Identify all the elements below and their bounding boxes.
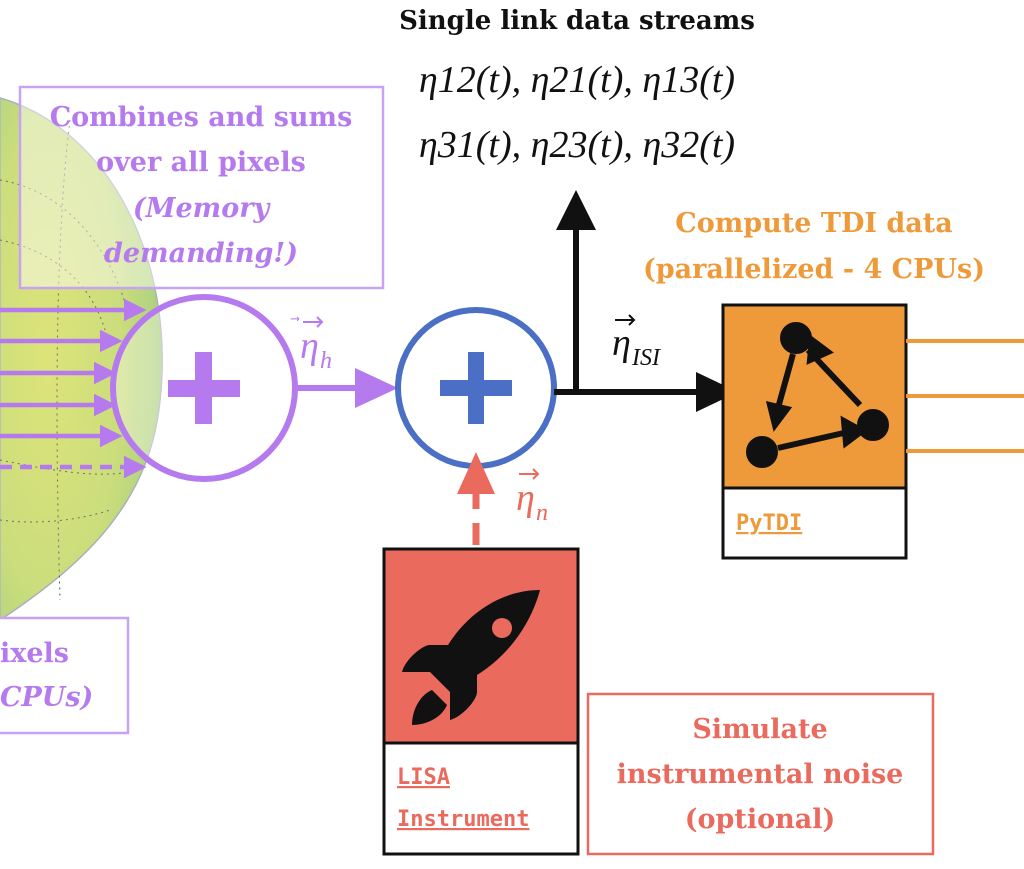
noise-line-2: instrumental noise bbox=[617, 759, 904, 790]
pixels-box: ixels CPUs) bbox=[0, 616, 130, 735]
pixels-line-2: CPUs) bbox=[0, 682, 93, 713]
svg-text:ISI: ISI bbox=[631, 345, 661, 371]
eta-n-label: η n bbox=[516, 468, 548, 526]
tdi-title-line-1: Compute TDI data bbox=[675, 208, 953, 239]
pytdi-card: PyTDI bbox=[721, 303, 908, 560]
svg-text:h: h bbox=[320, 348, 332, 374]
combine-box: Combines and sums over all pixels (Memor… bbox=[18, 85, 385, 290]
combine-line-2: over all pixels bbox=[96, 147, 306, 178]
lisa-instrument-link-line-2[interactable]: Instrument bbox=[397, 807, 529, 832]
sky-map-sphere bbox=[0, 97, 163, 621]
sum-noise-node bbox=[395, 307, 557, 469]
lisa-instrument-card: LISA Instrument bbox=[382, 547, 580, 856]
combine-line-3: (Memory bbox=[133, 193, 272, 224]
eta-isi-label: η ISI bbox=[612, 314, 661, 371]
noise-line-1: Simulate bbox=[692, 714, 827, 745]
svg-text:η: η bbox=[516, 477, 535, 519]
pixels-line-1: ixels bbox=[0, 638, 69, 669]
sum-pixels-node bbox=[110, 294, 298, 482]
pytdi-link[interactable]: PyTDI bbox=[736, 511, 802, 536]
combine-line-4: demanding!) bbox=[104, 238, 298, 269]
eta-n-arrow bbox=[457, 452, 495, 545]
svg-text:η: η bbox=[612, 322, 631, 364]
lisa-instrument-link-line-1[interactable]: LISA bbox=[397, 765, 450, 790]
eta-h-label: η h ⃗ bbox=[290, 316, 332, 374]
eta-h-arrow bbox=[295, 368, 398, 408]
noise-box: Simulate instrumental noise (optional) bbox=[586, 692, 935, 856]
streams-title: Single link data streams bbox=[399, 6, 755, 36]
svg-text:η: η bbox=[300, 325, 319, 367]
tdi-output-lines bbox=[906, 339, 1024, 453]
svg-text:n: n bbox=[536, 500, 548, 526]
svg-text:⃗: ⃗ bbox=[290, 316, 300, 321]
pixel-input-arrows bbox=[0, 298, 147, 479]
rocket-icon bbox=[402, 590, 540, 725]
noise-line-3: (optional) bbox=[685, 804, 836, 835]
eta-streams-row-2: η31(t), η23(t), η32(t) bbox=[419, 124, 735, 166]
isi-output-arrows bbox=[554, 190, 738, 412]
tdi-title-line-2: (parallelized - 4 CPUs) bbox=[643, 254, 985, 285]
combine-line-1: Combines and sums bbox=[50, 102, 353, 133]
eta-streams-row-1: η12(t), η21(t), η13(t) bbox=[419, 59, 735, 101]
triangle-graph-icon bbox=[746, 322, 889, 468]
